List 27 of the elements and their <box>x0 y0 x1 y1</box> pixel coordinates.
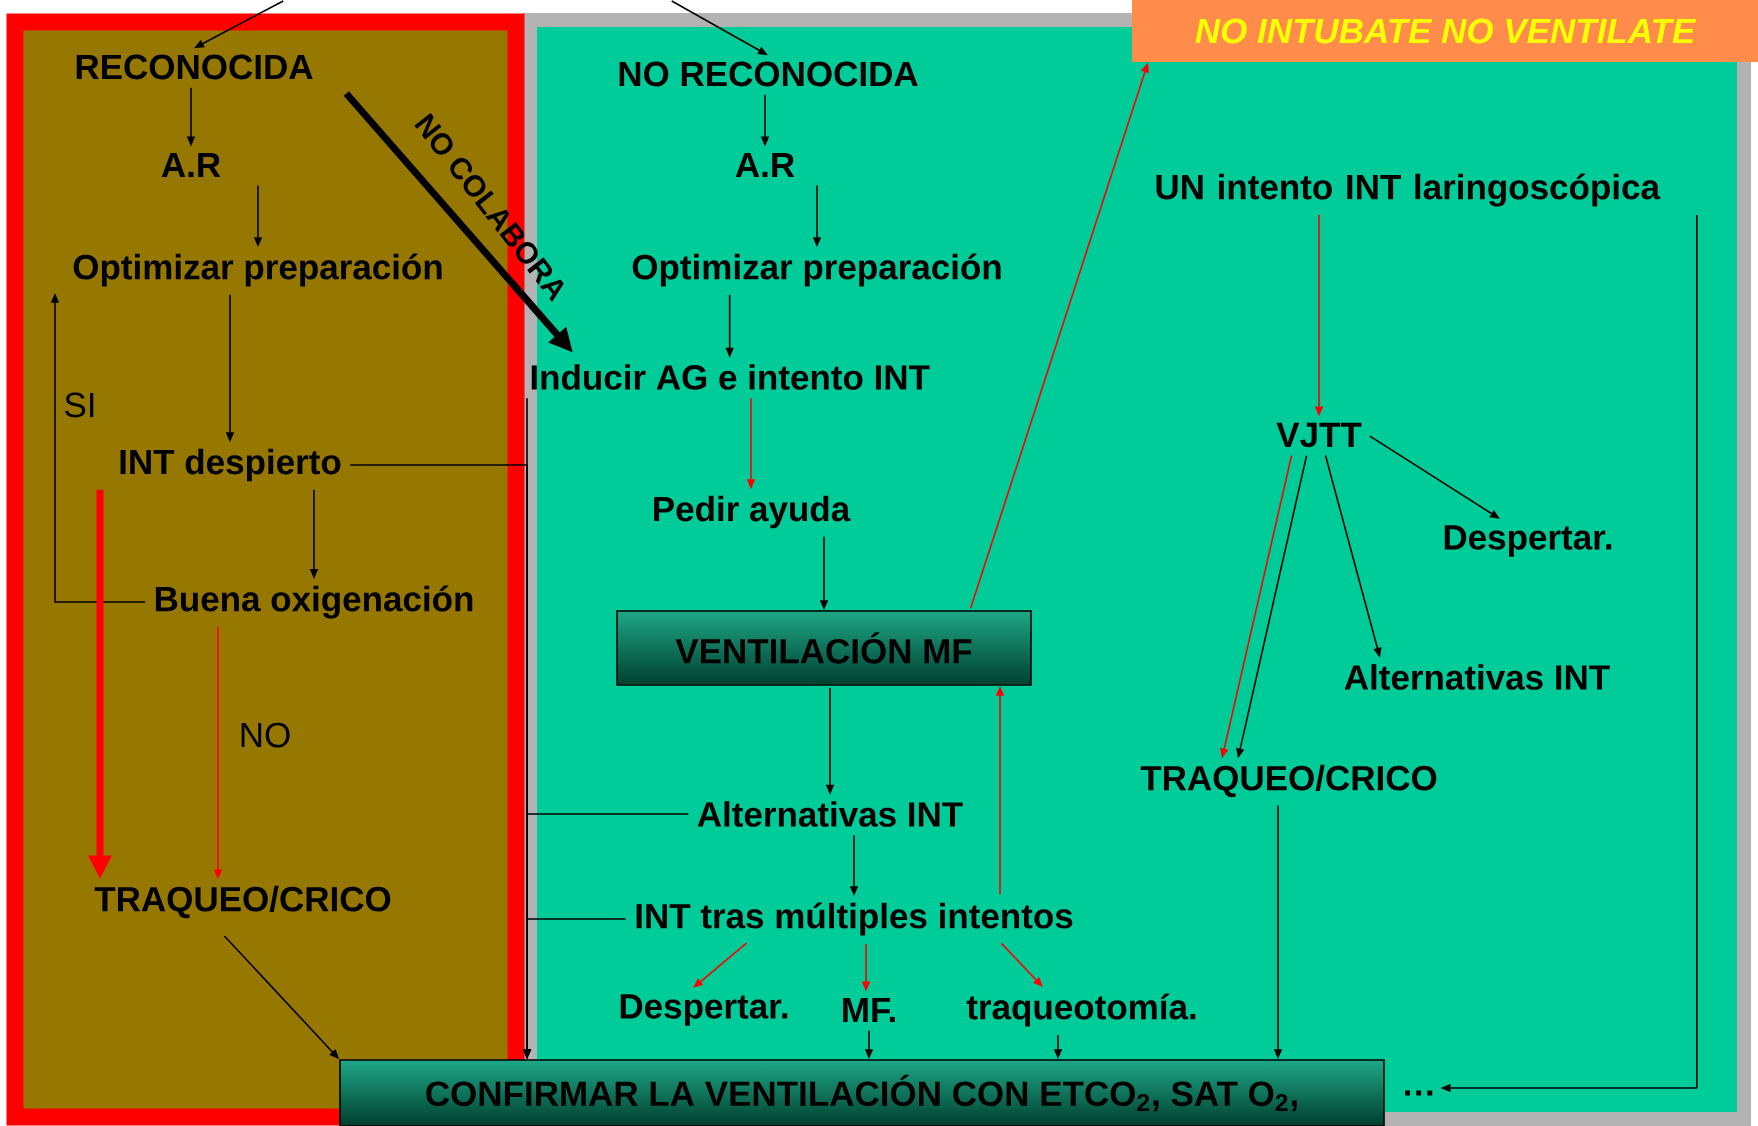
step-text: Optimizar preparación <box>73 253 442 287</box>
arrow <box>693 942 748 988</box>
step-text: UN intento INT laringoscópica <box>1156 173 1661 207</box>
step-text: Buena oxigenación <box>155 585 473 619</box>
step-text: TRAQUEO/CRICO <box>1140 764 1437 798</box>
step-text: A.R <box>161 152 221 178</box>
step-text: NO RECONOCIDA <box>619 61 918 87</box>
step-text: INT tras múltiples intentos <box>636 902 1073 936</box>
ellipsis-text: … <box>1405 1090 1433 1096</box>
step-text: Optimizar preparación <box>632 253 1001 287</box>
edge-label: NO <box>241 722 290 748</box>
step-text: A.R <box>735 152 795 178</box>
step-text: Despertar. <box>620 994 788 1026</box>
step-text: VJTT <box>1276 422 1362 448</box>
step-text: Despertar. <box>1444 525 1612 557</box>
step-text: Alternativas INT <box>697 801 963 827</box>
process-box: VENTILACIÓN MF <box>616 610 1032 686</box>
step-text: TRAQUEO/CRICO <box>94 885 391 919</box>
process-box: CONFIRMAR LA VENTILACIÓN CON ETCO$_{2}$, SAT O$_{2}$, <box>339 1059 1385 1126</box>
banner: NO INTUBATE NO VENTILATE <box>1132 0 1758 62</box>
step-text: Alternativas INT <box>1344 664 1610 690</box>
step-text: Pedir ayuda <box>654 495 851 529</box>
step-text: INT despierto <box>120 448 341 482</box>
edge-label: SI <box>65 392 94 418</box>
step-text: RECONOCIDA <box>76 54 313 80</box>
step-text: traqueotomía. <box>966 993 1196 1027</box>
step-text: MF. <box>843 997 895 1023</box>
